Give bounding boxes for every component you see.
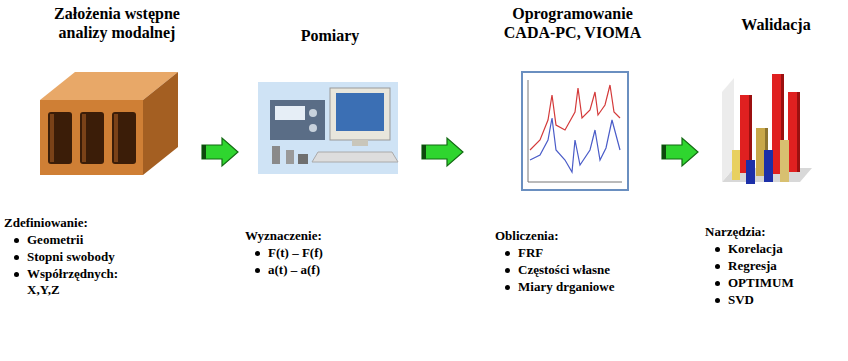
stage-list: Wyznaczenie:F(t) – F(f)a(t) – a(f) (245, 228, 420, 278)
stage-list: Obliczenia:FRFCzęstości własneMiary drga… (495, 228, 660, 295)
chart-bar (772, 74, 781, 174)
list-text: Częstości własne (518, 262, 610, 278)
bullet-dot (715, 264, 720, 269)
stage-column: PomiaryWyznaczenie:F(t) – F(f)a(t) – a(f… (240, 0, 420, 279)
instrument-panel (275, 106, 305, 120)
frf-curve (530, 118, 620, 172)
flow-arrow (662, 138, 698, 166)
bar-chart-picture (722, 74, 812, 184)
bullet-dot (505, 251, 510, 256)
stage-heading: Pomiary (240, 26, 420, 45)
bullet-dot (14, 255, 19, 260)
list-item: F(t) – F(f) (255, 245, 420, 261)
flow-arrow (422, 138, 463, 166)
monitor-screen (336, 93, 384, 131)
chart-bar (780, 140, 789, 182)
list-text: OPTIMUM (728, 275, 794, 291)
bullet-dot (715, 298, 720, 303)
bullet-dot (255, 251, 260, 256)
brick-side (143, 72, 178, 175)
list-text: Regresja (728, 258, 777, 274)
brick-hole (112, 112, 136, 164)
brick-front (40, 100, 143, 175)
list-item: Miary drganiowe (505, 279, 660, 295)
list-text: Korelacja (728, 241, 783, 257)
stage-list: Zdefiniowanie:GeometriiStopni swobodyWsp… (4, 215, 200, 298)
brick-hole (48, 112, 72, 164)
brick-hole (80, 112, 104, 164)
list-text: FRF (518, 245, 543, 261)
stage-column: WalidacjaNarzędzia:KorelacjaRegresjaOPTI… (700, 0, 842, 309)
list-item: Korelacja (715, 241, 842, 257)
list-text: Geometrii (27, 232, 83, 248)
chart-bar-side (797, 92, 800, 172)
plot-axis (528, 80, 529, 182)
monitor (330, 88, 390, 140)
list-text: a(t) – a(f) (268, 262, 320, 278)
list-heading: Wyznaczenie: (245, 228, 420, 244)
list-item: Geometrii (14, 232, 200, 248)
chart-bar (732, 150, 740, 180)
list-text: Miary drganiowe (518, 279, 614, 295)
flow-arrow (202, 138, 238, 166)
bullet-dot (14, 272, 19, 277)
arrow-shape (202, 138, 238, 166)
hole-shade (82, 114, 86, 162)
measurement-picture (258, 82, 398, 174)
list-item: Współrzędnych: X,Y,Z (14, 266, 200, 298)
instrument-box (270, 100, 325, 140)
list-text: F(t) – F(f) (268, 245, 323, 261)
chart-bar (764, 150, 773, 182)
list-text: SVD (728, 292, 754, 308)
bullet-dot (715, 247, 720, 252)
plot-axis (528, 182, 622, 183)
list-item: FRF (505, 245, 660, 261)
stage-column: Założenia wstępne analizy modalnejZdefin… (4, 0, 200, 299)
sensor (298, 154, 308, 164)
frf-plot-picture (522, 72, 628, 190)
list-item: Częstości własne (505, 262, 660, 278)
list-text: Stopni swobody (27, 249, 115, 265)
list-item: Regresja (715, 258, 842, 274)
stage-heading: Walidacja (710, 15, 842, 34)
hole-shade (114, 114, 118, 162)
arrow-tail-shade (422, 145, 426, 159)
brick-picture (40, 72, 178, 175)
photo-ground (258, 82, 398, 174)
list-heading: Narzędzia: (705, 224, 842, 240)
bullet-dot (255, 268, 260, 273)
list-text: Współrzędnych: X,Y,Z (27, 266, 147, 298)
list-item: OPTIMUM (715, 275, 842, 291)
chart-bar (746, 160, 755, 184)
arrow-shape (662, 138, 698, 166)
monitor-stand (352, 140, 368, 146)
chart-bar (788, 92, 797, 172)
arrow-tail-shade (202, 145, 206, 159)
plot-window (522, 72, 628, 190)
list-heading: Obliczenia: (495, 228, 660, 244)
list-item: Stopni swobody (14, 249, 200, 265)
stage-heading: Oprogramowanie CADA-PC, VIOMA (485, 4, 660, 42)
list-heading: Zdefiniowanie: (4, 215, 200, 231)
stage-list: Narzędzia:KorelacjaRegresjaOPTIMUMSVD (705, 224, 842, 308)
arrow-tail-shade (662, 145, 666, 159)
stage-column: Oprogramowanie CADA-PC, VIOMA Obliczenia:… (465, 0, 660, 296)
keyboard (312, 152, 398, 162)
stage-heading: Założenia wstępne analizy modalnej (34, 4, 200, 42)
instrument-knob (309, 109, 317, 117)
chart-bar (756, 128, 765, 176)
bullet-dot (14, 238, 19, 243)
bullet-dot (505, 285, 510, 290)
sensor (272, 146, 280, 164)
hole-shade (50, 114, 54, 162)
sensor (286, 150, 294, 164)
list-item: a(t) – a(f) (255, 262, 420, 278)
arrow-shape (422, 138, 463, 166)
instrument-knob (309, 124, 317, 132)
list-item: SVD (715, 292, 842, 308)
bullet-dot (505, 268, 510, 273)
bullet-dot (715, 281, 720, 286)
